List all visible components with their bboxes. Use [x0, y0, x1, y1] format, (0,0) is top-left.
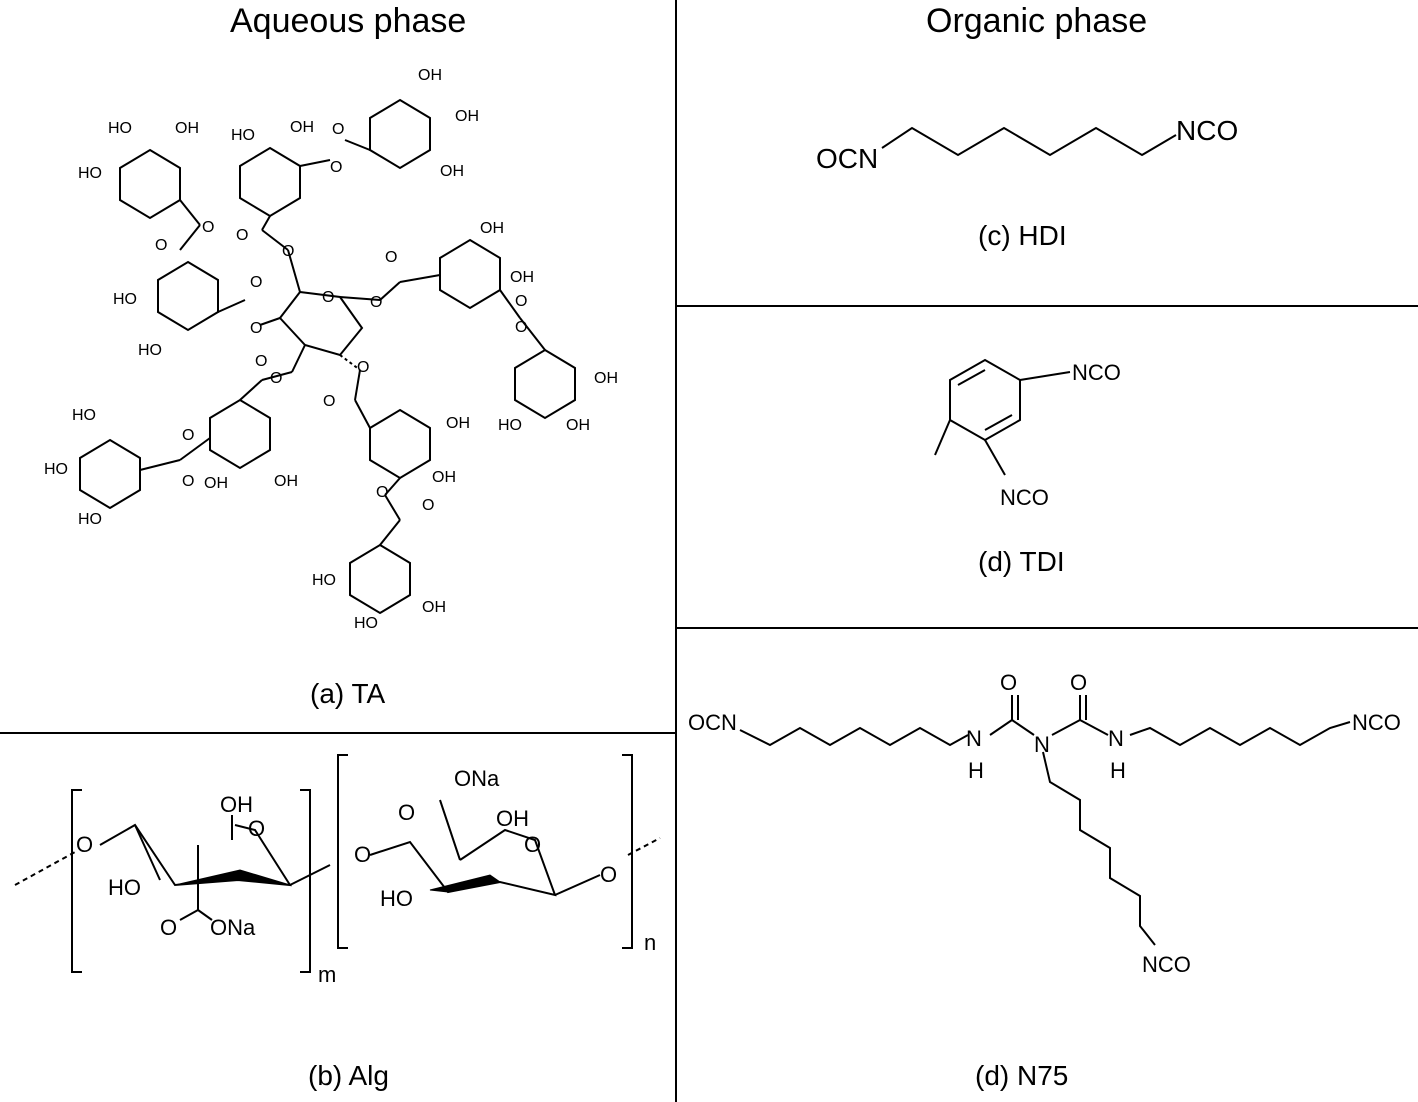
alg-subscript-m: m: [318, 962, 336, 987]
n75-atom-n: N: [966, 726, 982, 751]
ta-atom-o: O: [370, 294, 382, 311]
ta-atom-oh: OH: [432, 469, 456, 486]
ta-atom-o: O: [155, 237, 167, 254]
alg-atom-o: O: [76, 832, 93, 857]
tdi-caption: (d) TDI: [978, 546, 1065, 577]
n75-structure: OCN N H O N O N H NCO NCO: [688, 670, 1401, 977]
ta-atom-oh: OH: [290, 119, 314, 136]
ta-atom-o: O: [332, 121, 344, 138]
alg-atom-o: O: [248, 816, 265, 841]
ta-atom-oh: OH: [418, 67, 442, 84]
ta-atom-o: O: [255, 353, 267, 370]
ta-atom-o: O: [330, 159, 342, 176]
alg-caption: (b) Alg: [308, 1060, 389, 1091]
ta-atom-oh: OH: [446, 415, 470, 432]
ta-atom-oh: OH: [480, 220, 504, 237]
ta-atom-o: O: [202, 219, 214, 236]
ta-atom-ho: HO: [113, 291, 137, 308]
ta-atom-ho: HO: [44, 461, 68, 478]
alg-atom-oh: OH: [220, 792, 253, 817]
alg-atom-ona: ONa: [210, 915, 256, 940]
n75-caption: (d) N75: [975, 1060, 1069, 1091]
ta-atom-o: O: [322, 289, 334, 306]
alg-atom-ona: ONa: [454, 766, 500, 791]
n75-atom-h: H: [968, 758, 984, 783]
ta-atom-oh: OH: [440, 163, 464, 180]
ta-atom-oh: OH: [204, 475, 228, 492]
ta-atom-oh: OH: [510, 269, 534, 286]
ta-atom-o: O: [422, 497, 434, 514]
alg-atom-ho: HO: [380, 886, 413, 911]
ta-atom-oh: OH: [566, 417, 590, 434]
alg-atom-ho: HO: [108, 875, 141, 900]
ta-atom-ho: HO: [72, 407, 96, 424]
tdi-atom-nco: NCO: [1000, 485, 1049, 510]
organic-phase-heading: Organic phase: [926, 2, 1148, 40]
aqueous-phase-heading: Aqueous phase: [230, 2, 467, 40]
alg-atom-o: O: [398, 800, 415, 825]
ta-atom-ho: HO: [108, 120, 132, 137]
n75-atom-h: H: [1110, 758, 1126, 783]
hdi-structure: OCN NCO: [816, 115, 1238, 174]
ta-atom-ho: HO: [498, 417, 522, 434]
ta-atom-o: O: [182, 473, 194, 490]
ta-atom-oh: OH: [422, 599, 446, 616]
alg-atom-o: O: [524, 832, 541, 857]
hdi-atom-nco: NCO: [1176, 115, 1238, 146]
alginate-structure: O OH O HO O ONa m O ONa O OH O HO O n: [14, 754, 661, 987]
alg-atom-o: O: [354, 842, 371, 867]
n75-atom-o: O: [1000, 670, 1017, 695]
ta-atom-ho: HO: [138, 342, 162, 359]
ta-atom-o: O: [270, 370, 282, 387]
ta-atom-o: O: [236, 227, 248, 244]
n75-atom-n: N: [1108, 726, 1124, 751]
hdi-atom-ocn: OCN: [816, 143, 878, 174]
alg-atom-oh: OH: [496, 806, 529, 831]
ta-atom-o: O: [323, 393, 335, 410]
ta-caption: (a) TA: [310, 678, 386, 709]
ta-atom-o: O: [250, 320, 262, 337]
ta-atom-ho: HO: [78, 165, 102, 182]
ta-atom-ho: HO: [78, 511, 102, 528]
n75-atom-nco: NCO: [1142, 952, 1191, 977]
ta-atom-ho: HO: [231, 127, 255, 144]
ta-atom-ho: HO: [312, 572, 336, 589]
ta-atom-o: O: [385, 249, 397, 266]
ta-atom-oh: OH: [175, 120, 199, 137]
ta-atom-o: O: [282, 243, 294, 260]
n75-atom-n: N: [1034, 732, 1050, 757]
alg-subscript-n: n: [644, 930, 656, 955]
hdi-caption: (c) HDI: [978, 220, 1067, 251]
tannic-acid-structure: HO OH HO O O HO HO O O HO OH OH OH OH O …: [44, 67, 618, 632]
tdi-structure: NCO NCO: [934, 358, 1121, 510]
ta-atom-o: O: [250, 274, 262, 291]
ta-atom-o: O: [357, 359, 369, 376]
ta-atom-ho: HO: [354, 615, 378, 632]
ta-atom-oh: OH: [274, 473, 298, 490]
n75-atom-o: O: [1070, 670, 1087, 695]
ta-atom-o: O: [376, 484, 388, 501]
n75-atom-ocn: OCN: [688, 710, 737, 735]
alg-atom-o: O: [600, 862, 617, 887]
alg-atom-o: O: [160, 915, 177, 940]
n75-atom-nco: NCO: [1352, 710, 1401, 735]
tdi-atom-nco: NCO: [1072, 360, 1121, 385]
ta-atom-oh: OH: [455, 108, 479, 125]
ta-atom-o: O: [515, 319, 527, 336]
ta-atom-o: O: [515, 293, 527, 310]
ta-atom-o: O: [182, 427, 194, 444]
ta-atom-oh: OH: [594, 370, 618, 387]
